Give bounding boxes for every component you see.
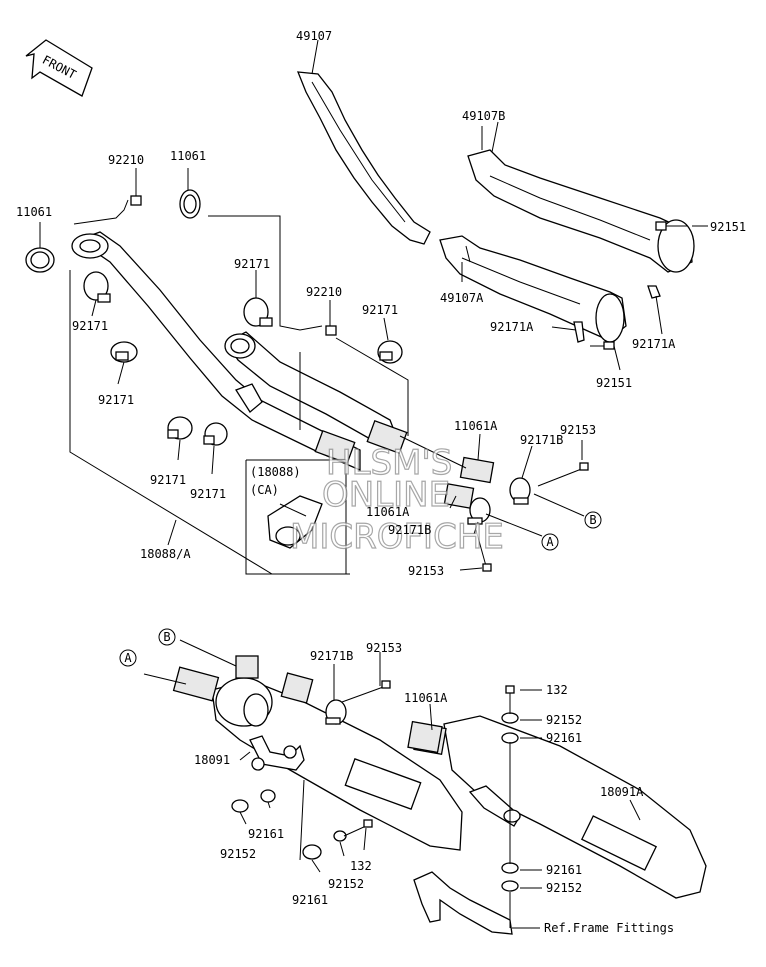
watermark-line-1: HLSM'S [326,443,452,483]
label-92153-upper: 92153 [560,423,596,437]
watermark-line-3: MICROFICHE [290,517,504,557]
watermark-line-2: ONLINE [322,475,450,515]
label-92210-left: 92210 [108,153,144,167]
label-92152-right1: 92152 [546,713,582,727]
part-labels: 49107 49107B 92151 49107A 92171A 92171A … [16,29,746,935]
label-92171a-left: 92171A [490,320,534,334]
ref-a-upper-label: A [546,535,554,549]
label-92171b-lower: 92171B [388,523,431,537]
label-92171-left2: 92171 [98,393,134,407]
label-11061a-lower: 11061A [366,505,410,519]
ref-circle-a-upper: A [541,533,559,551]
label-92171-mid: 92171 [362,303,398,317]
clamps-92171 [83,271,403,446]
ref-circle-b-upper: B [584,511,602,529]
label-18088-ca: (CA) [250,483,279,497]
label-92151-top: 92151 [710,220,746,234]
front-arrow: FRONT [25,39,93,97]
label-92152-bottom: 92152 [328,877,364,891]
label-92161-left: 92161 [248,827,284,841]
label-132-bottom: 132 [350,859,372,873]
leader-lines [39,126,708,928]
label-18088-a: 18088/A [140,547,191,561]
label-11061a-mid: 11061A [404,691,448,705]
exhaust-header-pipe [71,231,408,471]
label-11061a-upper: 11061A [454,419,498,433]
label-92171b-upper: 92171B [520,433,563,447]
label-92161-right1: 92161 [546,731,582,745]
label-92152-left: 92152 [220,847,256,861]
label-49107b: 49107B [462,109,505,123]
label-92210-mid: 92210 [306,285,342,299]
label-92151-bottom: 92151 [596,376,632,390]
ref-circle-b-lower: B [158,628,176,646]
frame-bracket [413,871,540,935]
label-18091a: 18091A [600,785,644,799]
upper-connectors [443,456,589,572]
ref-b-upper-label: B [589,513,596,527]
label-92153-mid: 92153 [366,641,402,655]
label-92171b-mid: 92171B [310,649,353,663]
heat-guard-49107 [296,39,431,245]
label-92171a-right: 92171A [632,337,676,351]
heat-guard-49107a [439,235,627,343]
label-ref-frame-fittings: Ref.Frame Fittings [544,921,674,935]
ref-b-lower-label: B [163,630,170,644]
label-92171-bottom1: 92171 [150,473,186,487]
label-92171-bottom2: 92171 [190,487,226,501]
label-49107: 49107 [296,29,332,43]
ref-circle-a-lower: A [119,649,137,667]
label-92161-bottom: 92161 [292,893,328,907]
label-11061-left: 11061 [16,205,52,219]
label-49107a: 49107A [440,291,484,305]
header-outline [69,199,409,575]
label-92161-right2: 92161 [546,863,582,877]
label-92153-lower: 92153 [408,564,444,578]
ref-a-lower-label: A [124,651,132,665]
label-11061-top: 11061 [170,149,206,163]
watermark: HLSM'S ONLINE MICROFICHE [289,442,504,557]
label-92171-left1: 92171 [72,319,108,333]
muffler-18091 [172,655,463,851]
guard-fasteners [551,221,688,371]
label-92152-right2: 92152 [546,881,582,895]
gaskets-and-nuts [25,189,337,336]
label-18091: 18091 [194,753,230,767]
heat-guard-49107b [467,121,695,273]
label-18088-box: (18088) [250,465,301,479]
label-132-right: 132 [546,683,568,697]
label-92171-mid1: 92171 [234,257,270,271]
lower-fasteners [231,680,519,892]
